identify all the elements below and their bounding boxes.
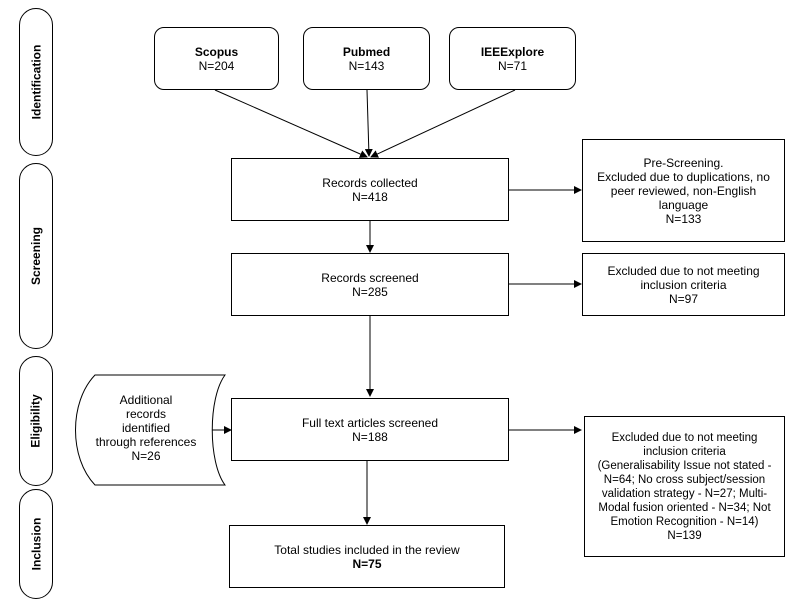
excluded-detail-box: Excluded due to not meeting inclusion cr… [584, 416, 785, 557]
total-included-label: Total studies included in the review [274, 542, 460, 557]
excluded-inclusion-line1: Excluded due to not meeting [607, 263, 760, 278]
pre-screening-box: Pre-Screening. Excluded due to duplicati… [582, 139, 785, 242]
pre-screening-title: Pre-Screening. [643, 155, 724, 170]
source-pubmed-box: Pubmed N=143 [303, 27, 430, 90]
additional-line1: Additional [119, 393, 173, 407]
full-text-label: Full text articles screened [301, 415, 439, 430]
source-pubmed-count: N=143 [348, 58, 385, 73]
source-ieee-name: IEEExplore [480, 44, 545, 59]
phase-eligibility-label: Eligibility [29, 394, 43, 448]
source-ieee-count: N=71 [497, 58, 528, 73]
additional-line2: records [125, 407, 166, 421]
pre-screening-line1: Excluded due to duplications, no [597, 169, 770, 184]
excluded-detail-count: N=139 [667, 529, 702, 542]
phase-eligibility: Eligibility [19, 356, 53, 486]
phase-identification: Identification [19, 8, 53, 156]
source-scopus-name: Scopus [194, 44, 239, 59]
arrow-ieee-to-collected [370, 89, 516, 158]
source-pubmed-name: Pubmed [342, 44, 391, 59]
source-scopus-box: Scopus N=204 [154, 27, 279, 90]
records-screened-box: Records screened N=285 [231, 253, 509, 316]
additional-records-shape [75, 374, 226, 486]
records-collected-count: N=418 [352, 189, 388, 204]
pre-screening-count: N=133 [665, 211, 702, 226]
arrow-scopus-to-collected [214, 89, 368, 158]
phase-screening: Screening [19, 163, 53, 349]
records-screened-count: N=285 [352, 284, 388, 299]
excluded-inclusion-box: Excluded due to not meeting inclusion cr… [582, 253, 785, 316]
phase-inclusion-label: Inclusion [29, 517, 44, 571]
phase-inclusion: Inclusion [19, 489, 53, 599]
records-collected-label: Records collected [322, 175, 418, 190]
phase-identification-label: Identification [29, 44, 44, 120]
arrow-pubmed-to-collected [364, 89, 373, 157]
records-collected-box: Records collected N=418 [231, 158, 509, 221]
additional-line4: through references [95, 435, 197, 449]
excluded-detail-line2: inclusion criteria [643, 445, 726, 458]
full-text-count: N=188 [352, 429, 388, 444]
total-included-box: Total studies included in the review N=7… [229, 525, 505, 588]
phase-screening-label: Screening [29, 226, 43, 286]
excluded-detail-line5: validation strategy - N=27; Multi- [601, 487, 768, 500]
excluded-detail-line3: (Generalisability Issue not stated - [597, 459, 772, 472]
source-ieee-box: IEEExplore N=71 [449, 27, 576, 90]
additional-line3: identified [121, 421, 171, 435]
full-text-box: Full text articles screened N=188 [231, 398, 509, 461]
pre-screening-line2: peer reviewed, non-English [610, 183, 757, 198]
excluded-detail-line1: Excluded due to not meeting [611, 431, 758, 444]
records-screened-label: Records screened [321, 270, 419, 285]
excluded-inclusion-line2: inclusion criteria [640, 277, 727, 292]
excluded-inclusion-count: N=97 [668, 291, 699, 306]
total-included-count: N=75 [352, 556, 382, 571]
source-scopus-count: N=204 [198, 58, 235, 73]
excluded-detail-line7: Emotion Recognition - N=14) [610, 515, 759, 528]
additional-records-text: Additional records identified through re… [86, 393, 206, 463]
pre-screening-line3: language [658, 197, 709, 212]
excluded-detail-line6: Modal fusion oriented - N=34; Not [598, 501, 771, 514]
excluded-detail-line4: N=64; No cross subject/session [603, 473, 766, 486]
additional-count: N=26 [131, 449, 161, 463]
